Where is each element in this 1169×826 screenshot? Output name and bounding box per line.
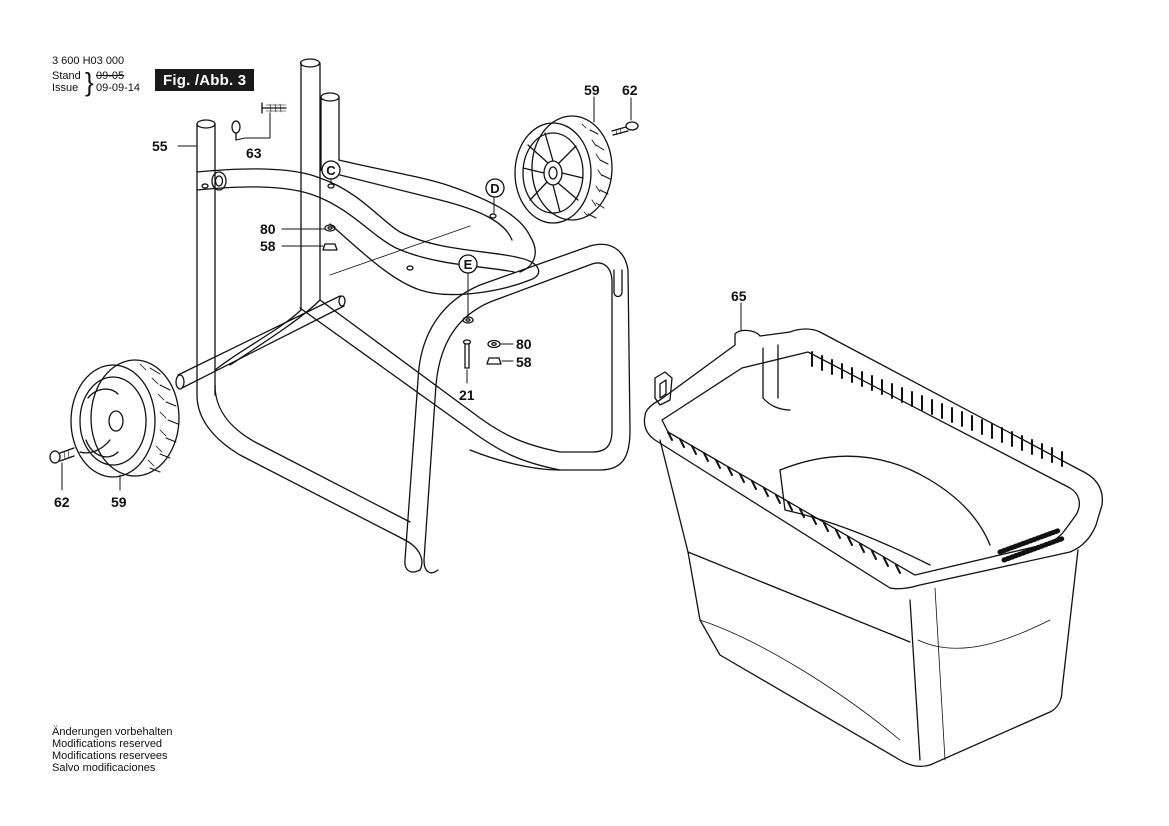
screw-part-63 (261, 102, 287, 114)
marker-circle-e (458, 254, 478, 274)
document-number: 3 600 H03 000 (52, 55, 125, 67)
callout-62-lower: 62 (54, 494, 70, 510)
footer-line-french: Modifications reservees (52, 750, 168, 762)
stand-label: Stand (52, 70, 81, 82)
issue-label: Issue (52, 82, 79, 94)
callout-55: 55 (152, 138, 168, 154)
marker-circle-d (485, 178, 505, 198)
stand-date: 09-05 (96, 70, 125, 82)
callout-21: 21 (459, 387, 475, 403)
washer-part-80-upper (324, 224, 336, 232)
footer-line-english: Modifications reserved (52, 738, 163, 750)
marker-d: D (490, 181, 499, 196)
screw-part-62-upper (611, 121, 639, 136)
marker-e: E (464, 257, 473, 272)
washer-part-80-lower (487, 339, 501, 349)
marker-circle-c (321, 160, 341, 180)
callout-63: 63 (246, 145, 262, 161)
brace-symbol: } (85, 67, 94, 97)
callout-58-upper: 58 (260, 238, 276, 254)
callout-80-upper: 80 (260, 221, 276, 237)
nut-part-58-lower (486, 357, 502, 365)
nut-part-58-upper (322, 243, 338, 251)
wheel-part-59-lower (70, 359, 180, 478)
footer-line-german: Änderungen vorbehalten (52, 726, 173, 738)
screw-part-62-lower (49, 447, 75, 464)
callout-58-lower: 58 (516, 354, 532, 370)
leader-lines (61, 96, 742, 491)
figure-label: Fig. /Abb. 3 (155, 69, 255, 91)
screw-part-63-small (231, 120, 241, 141)
marker-c: C (326, 163, 336, 178)
callout-65: 65 (731, 288, 747, 304)
footer-line-spanish: Salvo modificaciones (52, 762, 156, 774)
issue-date: 09-09-14 (96, 82, 141, 94)
footer-notes: Änderungen vorbehalten Modifications res… (52, 726, 172, 774)
callout-80-lower: 80 (516, 336, 532, 352)
wheel-part-59-upper (514, 115, 613, 224)
callout-59-upper: 59 (584, 82, 600, 98)
callout-62-upper: 62 (622, 82, 638, 98)
bolt-part-21 (462, 339, 472, 369)
collection-box-part-65 (643, 328, 1104, 767)
frame-part-55 (175, 58, 631, 574)
callout-59-lower: 59 (111, 494, 127, 510)
